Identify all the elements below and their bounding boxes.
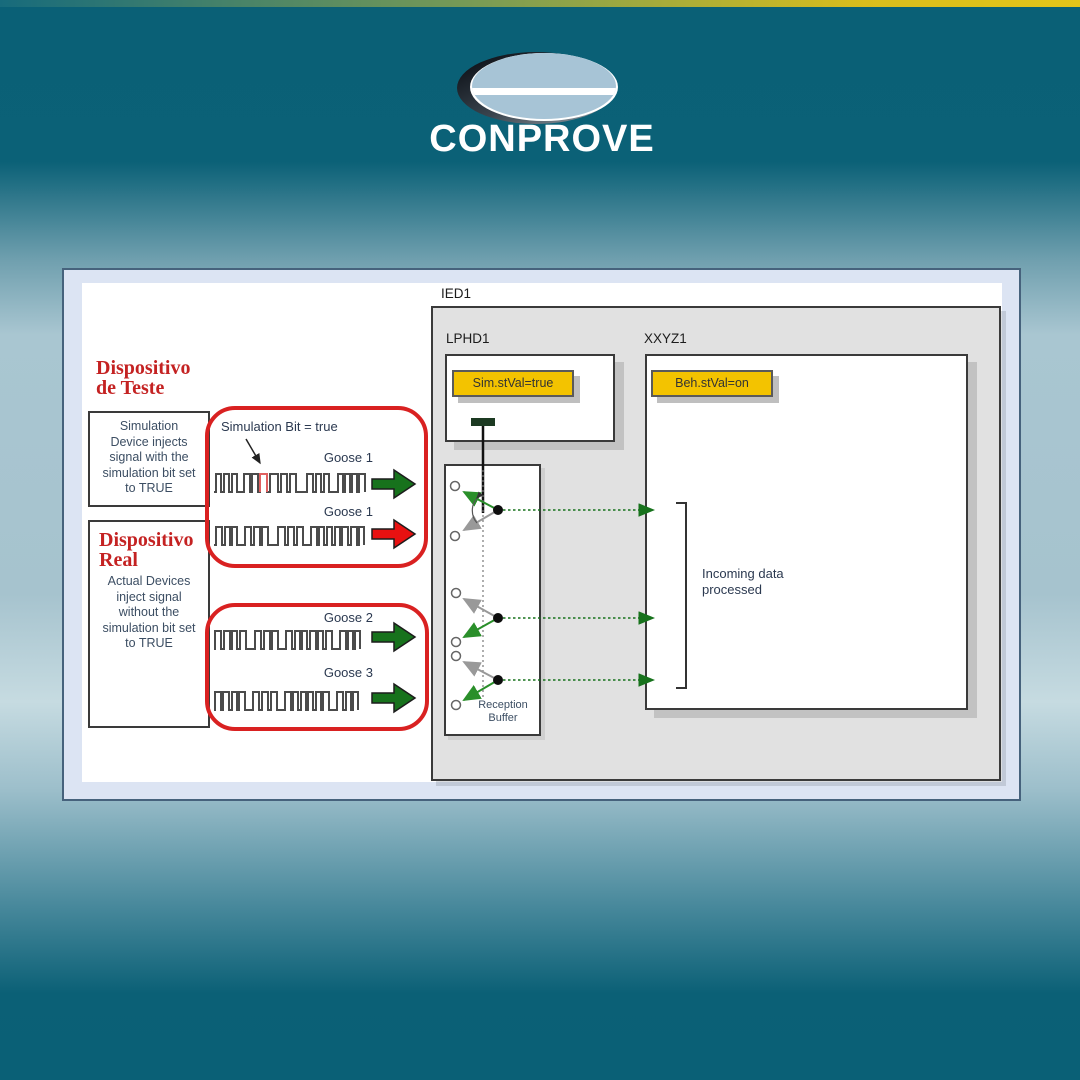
goose-label: Goose 1 [323, 504, 373, 519]
reception-switch-diagram [449, 426, 687, 711]
sim-stval-tag: Sim.stVal=true [452, 370, 574, 397]
switch-2 [450, 587, 503, 648]
beh-stval-tag: Beh.stVal=on [651, 370, 773, 397]
goose-waveform [214, 691, 359, 711]
goose-arrow [371, 682, 417, 714]
brand-name: CONPROVE [429, 118, 655, 160]
goose-label: Goose 2 [323, 610, 373, 625]
test-device-box: Simulation Device injects signal with th… [88, 411, 210, 507]
simulation-bit-annotation: Simulation Bit = true [221, 419, 338, 434]
test-device-title: Dispositivo de Teste [96, 357, 191, 399]
annotation-arrow [245, 438, 261, 465]
lphd1-box [445, 354, 615, 442]
real-device-title: Dispositivo Real [99, 529, 194, 571]
switch-1 [449, 480, 503, 542]
test-device-description: Simulation Device injects signal with th… [102, 419, 196, 495]
lphd1-label: LPHD1 [446, 331, 490, 346]
incoming-data-note: Incoming data processed [702, 566, 784, 597]
goose-waveform [214, 630, 361, 650]
real-goose-group [205, 603, 429, 731]
logo-stripe [472, 88, 616, 95]
xxyz1-label: XXYZ1 [644, 331, 687, 346]
real-device-box: Dispositivo Real Actual Devices inject s… [88, 520, 210, 728]
goose-waveform [214, 473, 366, 493]
goose-arrow [371, 518, 417, 550]
simulated-goose-group [205, 406, 428, 568]
goose-arrow [371, 468, 417, 500]
conprove-logo-mark [457, 52, 618, 124]
goose-waveform [214, 526, 365, 546]
ied-label: IED1 [441, 286, 472, 301]
grouping-bracket [676, 502, 687, 689]
real-device-description: Actual Devices inject signal without the… [102, 574, 196, 650]
goose-label: Goose 3 [323, 665, 373, 680]
terminal-bar [471, 418, 495, 426]
xxyz1-box [645, 354, 968, 710]
goose-label: Goose 1 [323, 450, 373, 465]
reception-buffer-label: Reception Buffer [478, 699, 528, 724]
logo-globe [472, 53, 616, 119]
top-accent-bar [0, 0, 1080, 7]
goose-arrow [371, 621, 417, 653]
switch-3 [450, 650, 503, 711]
